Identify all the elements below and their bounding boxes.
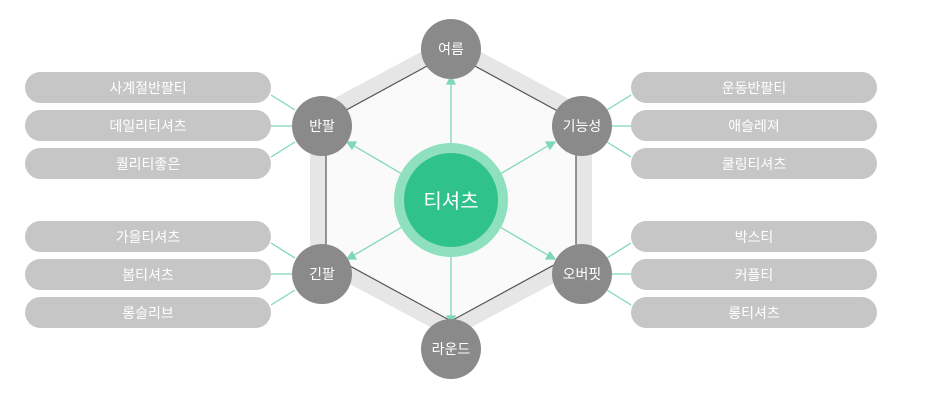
keyword-pill-lower-left-2: 봄티셔츠 [25, 259, 271, 290]
arrowhead-top [445, 74, 457, 85]
keyword-pill-upper-right-3: 쿨링티셔츠 [631, 148, 877, 179]
category-node-upper-left: 반팔 [292, 96, 352, 156]
arrowhead-upper-right [544, 141, 557, 151]
svg-text:가을티셔츠: 가을티셔츠 [116, 230, 181, 246]
svg-text:퀄리티좋은: 퀄리티좋은 [116, 157, 181, 173]
keyword-pill-upper-left-3: 퀄리티좋은 [25, 148, 271, 179]
keyword-pill-upper-left-2: 데일리티셔츠 [25, 110, 271, 141]
arrowhead-lower-left [345, 250, 358, 260]
svg-text:박스티: 박스티 [735, 230, 774, 246]
connector-upper-left [350, 143, 408, 178]
svg-text:라운드: 라운드 [432, 342, 471, 358]
center-hub: 티셔츠 [394, 143, 508, 257]
center-label: 티셔츠 [423, 189, 478, 213]
pill-connector [270, 94, 296, 111]
category-node-lower-right: 오버핏 [552, 244, 612, 304]
pill-connector [270, 289, 296, 306]
connector-upper-right [494, 143, 552, 178]
svg-text:기능성: 기능성 [563, 119, 602, 135]
svg-text:봄티셔츠: 봄티셔츠 [122, 268, 174, 284]
svg-text:여름: 여름 [438, 42, 464, 58]
category-node-upper-right: 기능성 [552, 96, 612, 156]
svg-text:긴팔: 긴팔 [309, 267, 335, 283]
pill-connector [606, 242, 632, 259]
keyword-pill-upper-right-1: 운동반팔티 [631, 72, 877, 103]
svg-text:애슬레져: 애슬레져 [728, 119, 780, 135]
pill-connector [606, 289, 632, 306]
pill-connector [606, 141, 632, 158]
connector-lower-left [350, 223, 408, 258]
center-circle [404, 153, 498, 247]
arrowhead-lower-right [544, 250, 557, 260]
category-node-top: 여름 [421, 19, 481, 79]
arrowhead-upper-left [345, 141, 358, 151]
svg-text:데일리티셔츠: 데일리티셔츠 [109, 119, 186, 135]
category-node-bottom: 라운드 [421, 319, 481, 379]
pill-connector [270, 242, 296, 259]
svg-text:오버핏: 오버핏 [563, 267, 602, 283]
keyword-pill-lower-right-3: 롱티셔츠 [631, 297, 877, 328]
keyword-pill-lower-left-3: 롱슬리브 [25, 297, 271, 328]
svg-text:반팔: 반팔 [309, 119, 335, 135]
svg-text:사계절반팔티: 사계절반팔티 [109, 81, 186, 97]
pill-connectors [270, 94, 632, 306]
keyword-pill-lower-left-1: 가을티셔츠 [25, 221, 271, 252]
svg-text:운동반팔티: 운동반팔티 [722, 81, 786, 97]
pill-connector [270, 141, 296, 158]
keyword-pill-upper-left-1: 사계절반팔티 [25, 72, 271, 103]
category-node-lower-left: 긴팔 [292, 244, 352, 304]
svg-text:롱슬리브: 롱슬리브 [122, 306, 174, 322]
connector-lower-right [494, 223, 552, 258]
svg-text:쿨링티셔츠: 쿨링티셔츠 [722, 157, 787, 173]
pill-connector [606, 94, 632, 111]
svg-text:커플티: 커플티 [735, 268, 774, 284]
svg-text:롱티셔츠: 롱티셔츠 [728, 306, 780, 322]
keyword-pill-lower-right-1: 박스티 [631, 221, 877, 252]
keyword-pill-lower-right-2: 커플티 [631, 259, 877, 290]
keyword-pill-upper-right-2: 애슬레져 [631, 110, 877, 141]
